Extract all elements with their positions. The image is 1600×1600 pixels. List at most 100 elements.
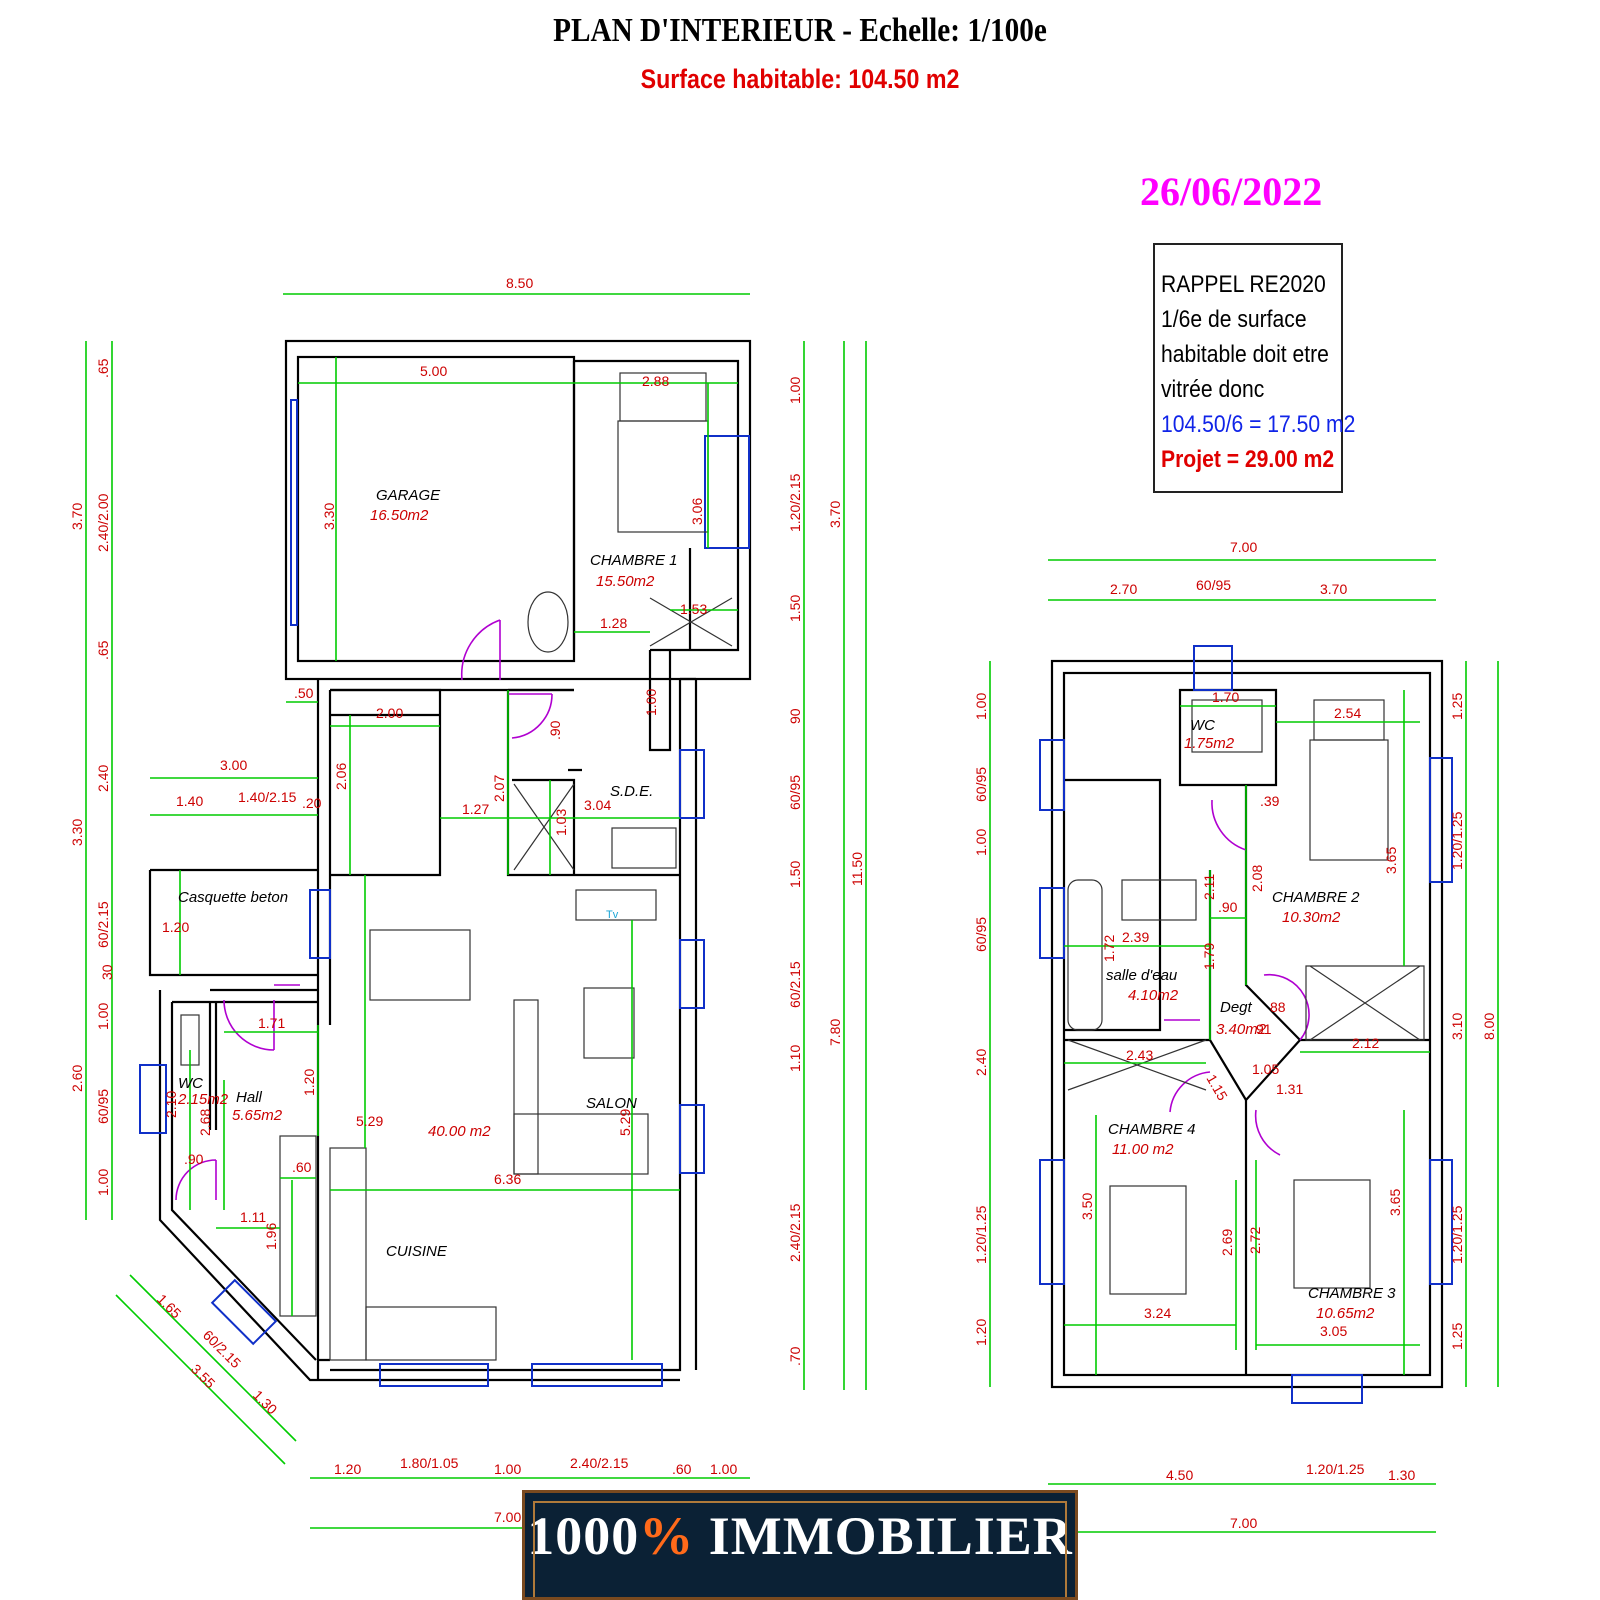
room-labels: GARAGE 16.50m2 CHAMBRE 1 15.50m2 S.D.E. … [177,487,1396,1322]
dim-u-212: 2.12 [1352,1035,1379,1051]
ground-floor-doors [175,619,553,1201]
dim-gr-60-215: 60/2.15 [787,961,803,1008]
label-garage: GARAGE [376,487,441,504]
dim-111: 1.11 [240,1209,266,1225]
dim-gl-065b: .65 [95,640,111,660]
sde-walls [506,688,680,877]
area-salle-eau: 4.10m2 [1128,987,1179,1004]
window-garage [290,399,298,626]
label-cuisine: CUISINE [386,1243,448,1260]
dim-gr-150b: 1.50 [787,861,803,888]
dim-gl-240-200: 2.40/2.00 [95,493,111,552]
label-hall: Hall [236,1089,263,1106]
bed-chambre3 [1293,1179,1371,1289]
logo-frame [533,1501,1067,1597]
logo-prefix: 1000 [527,1506,640,1566]
dim-100a: 1.00 [643,689,659,716]
label-wc: WC [178,1075,203,1092]
door-garage [460,619,501,681]
rappel-re2020-box: RAPPEL RE2020 1/6e de surface habitable … [1153,243,1355,493]
surface-habitable: Surface habitable: 104.50 m2 [640,64,960,94]
window-wc [139,1064,167,1134]
label-chambre2: CHAMBRE 2 [1272,889,1360,906]
dim-u-115: 1.15 [1203,1072,1231,1104]
dim-200: 2.00 [376,705,403,721]
label-sde: S.D.E. [610,783,653,800]
label-salle-eau: salle d'eau [1106,967,1178,984]
dim-u-370: 3.70 [1320,581,1347,597]
dim-306: 3.06 [689,498,705,525]
dim-050: .50 [294,685,314,701]
dim-304: 3.04 [584,797,611,813]
dim-u-105: 1.05 [1252,1061,1279,1077]
rappel-line-3: habitable doit etre [1161,341,1329,368]
window-stair-west [1039,739,1065,811]
window-chambre1 [704,435,750,549]
dim-ur-125a: 1.25 [1449,693,1465,720]
dim-u-179: 1.79 [1201,943,1217,970]
window-chambre3 [1429,1159,1453,1285]
dim-103: 1.03 [553,809,569,836]
garage-inner [296,355,576,663]
dim-120a: 1.20 [162,919,189,935]
dim-u-131: 1.31 [1276,1081,1303,1097]
rappel-line-1: RAPPEL RE2020 [1161,271,1326,298]
dim-196: 1.96 [263,1223,279,1250]
stair-ground [330,688,442,877]
stair-upper [1064,778,1162,1032]
label-tv: Tv [606,909,619,921]
hall-closet [279,1135,317,1317]
tank [527,591,569,653]
dim-850: 8.50 [506,275,533,291]
dim-gr-1150: 11.50 [849,852,865,886]
dim-288: 2.88 [642,373,669,389]
dim-u-211: 2.11 [1201,874,1217,900]
logo-text: 1000% IMMOBILIER [527,1505,1073,1567]
dim-line-165 [129,1274,297,1442]
dim-gb-100b: 1.00 [710,1461,737,1477]
wc-upper [1178,688,1278,787]
logo-percent: % [639,1506,695,1566]
kitchen-counter-west [329,1147,367,1361]
wc-upper-fixture [1191,699,1263,753]
upper-floor-windows [1039,645,1453,1404]
dim-gl-240: 2.40 [95,765,111,792]
tv-unit [575,889,657,921]
dim-gl-30: 30 [99,964,115,980]
rappel-line-4: vitrée donc [1161,376,1265,403]
dim-127: 1.27 [462,801,489,817]
dim-u-254: 2.54 [1334,705,1361,721]
dim-ub-120-125: 1.20/1.25 [1306,1461,1365,1477]
area-chambre4: 11.00 m2 [1112,1141,1174,1158]
dim-ub-130: 1.30 [1388,1467,1415,1483]
dim-130a: 1.30 [250,1387,281,1418]
dim-207: 2.07 [491,775,507,802]
dim-ul-60-95b: 60/95 [973,917,989,952]
dim-500: 5.00 [420,363,447,379]
dim-gl-065a: .65 [95,358,111,378]
window-chambre2 [1429,757,1453,883]
dim-355: 3.55 [188,1361,219,1392]
casquette-beton [148,868,318,977]
dim-u-172: 1.72 [1101,935,1117,962]
plan-title: PLAN D'INTERIEUR - Echelle: 1/100e [553,12,1047,49]
dim-gl-100a: 1.00 [95,1003,111,1030]
window-salon-east2 [679,1104,705,1174]
dim-u-039: .39 [1260,793,1280,809]
sofa-base [513,1113,649,1175]
dim-ur-120-125a: 1.20/1.25 [1449,811,1465,870]
dim-u-090: .90 [1218,899,1238,915]
door-wc [175,1159,217,1201]
dim-line-355 [115,1294,286,1465]
dim-020: .20 [302,795,322,811]
dim-gr-90: 90 [787,708,803,724]
dim-gl-330: 3.30 [69,819,85,846]
dim-gl-260: 2.60 [69,1065,85,1092]
dim-ur-310: 3.10 [1449,1013,1465,1040]
armchair [583,987,635,1059]
dim-300: 3.00 [220,757,247,773]
window-chambre4 [1039,1159,1065,1285]
area-sejour: 40.00 m2 [428,1123,491,1140]
label-degt: Degt [1220,999,1253,1016]
